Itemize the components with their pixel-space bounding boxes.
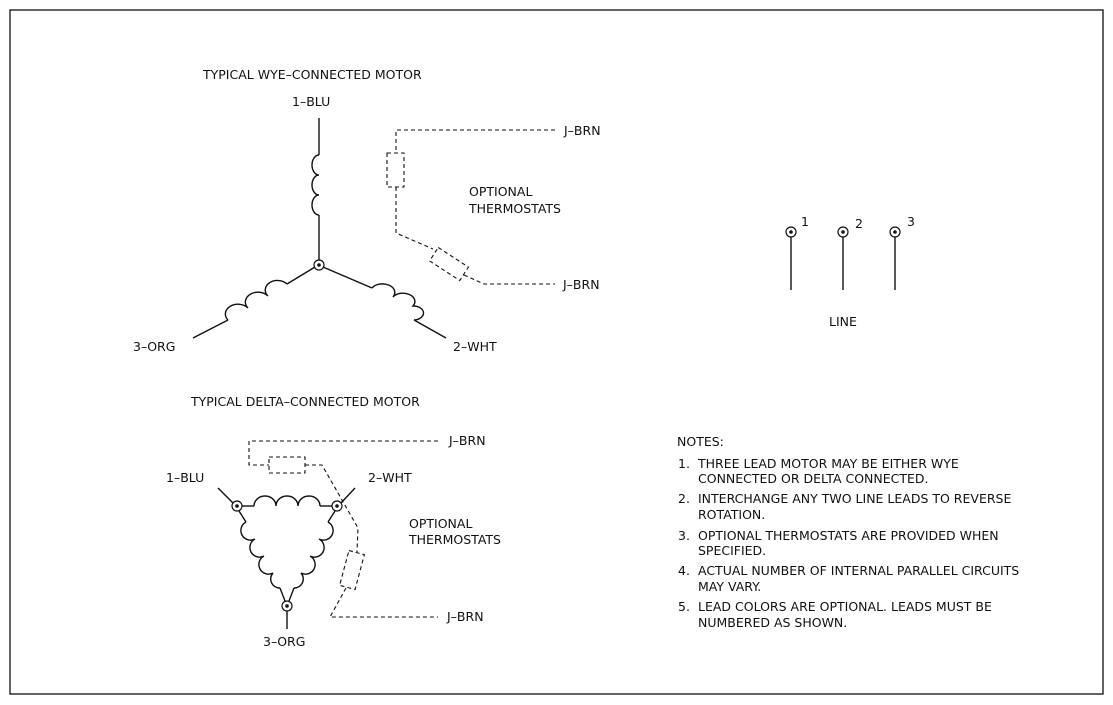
note-2-number: 2.: [678, 491, 690, 506]
drawing-border: [9, 9, 1104, 695]
wye-thermostat-lead-top: J–BRN: [563, 123, 601, 138]
note-1-line-2: CONNECTED OR DELTA CONNECTED.: [698, 471, 929, 486]
delta-motor-diagram: TYPICAL DELTA–CONNECTED MOTOR 1–BLU 2–WH…: [166, 394, 501, 649]
wye-thermostat-1: [386, 152, 405, 188]
wye-lead-2-label: 2–WHT: [453, 339, 497, 354]
wye-thermostat-2: [428, 246, 470, 282]
delta-thermostat-label-1: OPTIONAL: [409, 516, 472, 531]
note-3-line-2: SPECIFIED.: [698, 543, 766, 558]
note-2-line-2: ROTATION.: [698, 507, 765, 522]
delta-winding-top: [241, 495, 333, 507]
delta-thermostat-2: [338, 549, 366, 591]
wye-winding-3: [192, 266, 316, 339]
wye-winding-2: [322, 266, 447, 339]
delta-winding-left: [238, 510, 286, 602]
wye-winding-1: [311, 118, 320, 260]
wye-thermostat-label-1: OPTIONAL: [469, 184, 532, 199]
note-4-line-2: MAY VARY.: [698, 579, 761, 594]
line-label: LINE: [829, 314, 857, 329]
note-4-line-1: ACTUAL NUMBER OF INTERNAL PARALLEL CIRCU…: [698, 563, 1019, 578]
delta-thermostat-1: [268, 456, 306, 474]
note-3-line-1: OPTIONAL THERMOSTATS ARE PROVIDED WHEN: [698, 528, 999, 543]
delta-lead-1-label: 1–BLU: [166, 470, 204, 485]
notes-heading: NOTES:: [677, 434, 724, 449]
note-5-line-2: NUMBERED AS SHOWN.: [698, 615, 847, 630]
wye-lead-3-label: 3–ORG: [133, 339, 175, 354]
notes-block: NOTES: 1. THREE LEAD MOTOR MAY BE EITHER…: [677, 434, 1019, 630]
line-terminal-2-label: 2: [855, 216, 863, 231]
line-terminal-1-label: 1: [801, 214, 809, 229]
delta-thermostat-lead-bottom: J–BRN: [446, 609, 484, 624]
delta-title: TYPICAL DELTA–CONNECTED MOTOR: [190, 394, 420, 409]
delta-lead-2-label: 2–WHT: [368, 470, 412, 485]
wye-thermostat-lead-bottom: J–BRN: [562, 277, 600, 292]
wye-title: TYPICAL WYE–CONNECTED MOTOR: [202, 67, 422, 82]
line-terminals: 1 2 3 LINE: [785, 214, 915, 329]
wye-thermostat-label-2: THERMOSTATS: [468, 201, 561, 216]
note-1-number: 1.: [678, 456, 690, 471]
note-4-number: 4.: [678, 563, 690, 578]
note-5-number: 5.: [678, 599, 690, 614]
line-terminal-3-label: 3: [907, 214, 915, 229]
wye-lead-1-label: 1–BLU: [292, 94, 330, 109]
delta-thermostat-label-2: THERMOSTATS: [408, 532, 501, 547]
note-5-line-1: LEAD COLORS ARE OPTIONAL. LEADS MUST BE: [698, 599, 992, 614]
note-3-number: 3.: [678, 528, 690, 543]
note-1-line-1: THREE LEAD MOTOR MAY BE EITHER WYE: [697, 456, 959, 471]
note-2-line-1: INTERCHANGE ANY TWO LINE LEADS TO REVERS…: [698, 491, 1011, 506]
wye-motor-diagram: TYPICAL WYE–CONNECTED MOTOR 1–BLU 2–WHT …: [133, 67, 601, 354]
delta-winding-right: [288, 510, 336, 602]
delta-lead-3-label: 3–ORG: [263, 634, 305, 649]
delta-thermostat-lead-top: J–BRN: [448, 433, 486, 448]
